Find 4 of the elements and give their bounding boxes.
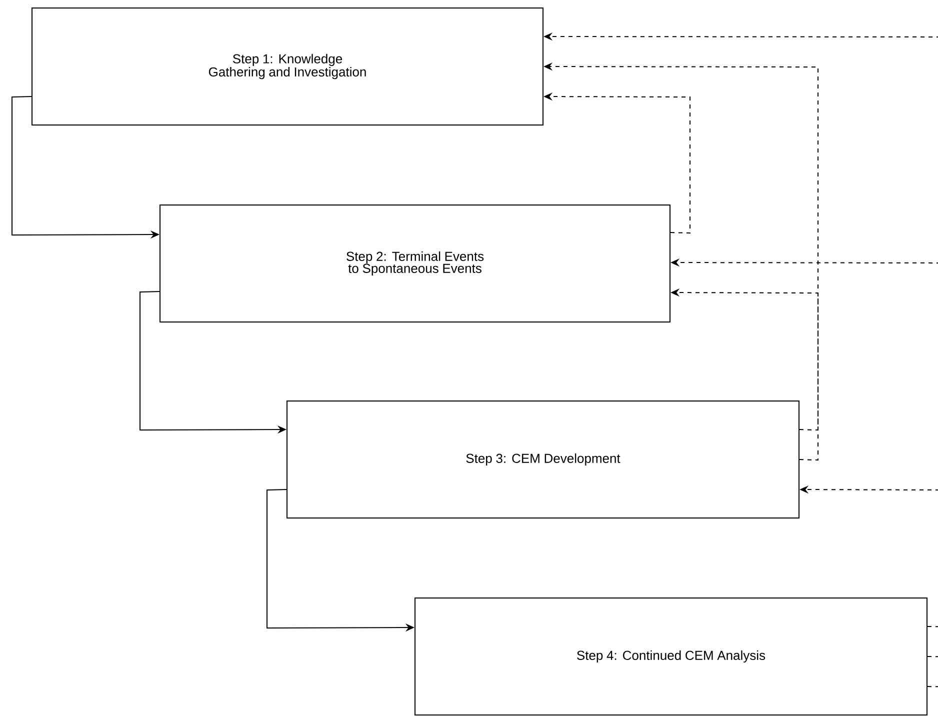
process-box: Step 1: Knowledge Gathering and Investigation [32, 8, 544, 126]
process-box: Step 2: Terminal Events to Spontaneous Events [160, 204, 670, 322]
process-box: Step 4: Continued CEM Analysis [414, 598, 928, 716]
process-box: Step 3: CEM Development [286, 400, 800, 518]
